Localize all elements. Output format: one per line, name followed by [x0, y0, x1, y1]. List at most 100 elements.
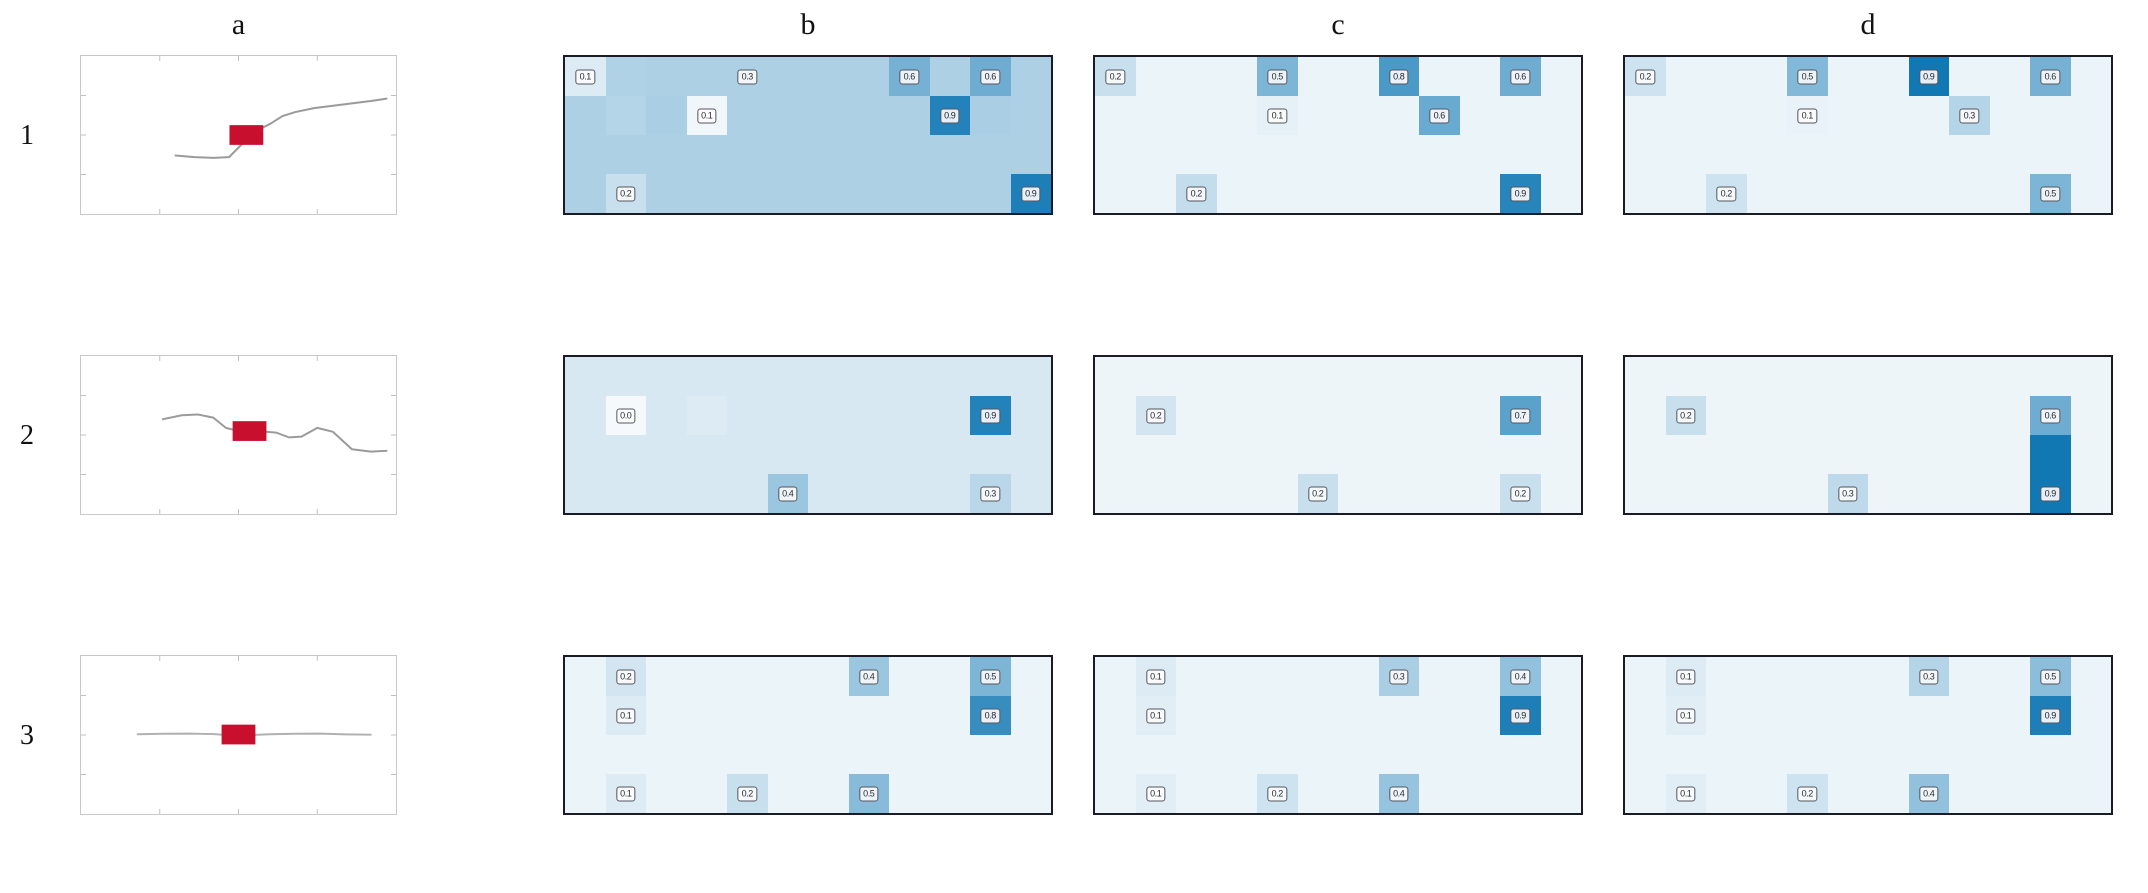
heatmap-cell	[889, 396, 930, 435]
heatmap-cell	[1419, 735, 1460, 774]
cell-value-label: 0.5	[859, 786, 879, 801]
cell-value-label: 0.6	[2040, 69, 2060, 84]
heatmap-cell: 0.1	[1665, 657, 1706, 696]
heatmap-cell	[2030, 435, 2071, 474]
heatmap-cell	[929, 657, 970, 696]
heatmap-cell	[1419, 357, 1460, 396]
heatmap-cell: 0.0	[605, 396, 646, 435]
heatmap-cell	[1459, 435, 1500, 474]
column-header-b: b	[800, 8, 816, 41]
heatmap-cell	[1095, 435, 1136, 474]
heatmap-cell	[1746, 174, 1787, 213]
heatmap-cell	[1216, 57, 1257, 96]
heatmap-cell	[565, 135, 606, 174]
heatmap-cell: 0.5	[848, 774, 889, 813]
heatmap-cell	[1540, 435, 1581, 474]
heatmap-cell	[565, 96, 606, 135]
heatmap-cell	[889, 474, 930, 513]
cell-value-label: 0.5	[1797, 69, 1817, 84]
heatmap-cell	[1949, 774, 1990, 813]
heatmap-cell	[767, 57, 808, 96]
heatmap-cell: 0.1	[605, 696, 646, 735]
heatmap-cell	[1095, 174, 1136, 213]
heatmap-cell	[1459, 396, 1500, 435]
heatmap-cell	[565, 696, 606, 735]
heatmap-cell	[1868, 174, 1909, 213]
heatmap-cell	[1010, 396, 1051, 435]
heatmap-cell	[1459, 357, 1500, 396]
heatmap-cell	[565, 657, 606, 696]
heatmap-cell	[1908, 135, 1949, 174]
heatmap-cell	[1706, 396, 1747, 435]
heatmap-cell: 0.6	[970, 57, 1011, 96]
heatmap-cell	[1908, 174, 1949, 213]
heatmap-cell	[929, 696, 970, 735]
heatmap-cell	[1540, 657, 1581, 696]
heatmap-cell	[686, 774, 727, 813]
heatmap-cell	[1540, 96, 1581, 135]
heatmap-cell	[565, 735, 606, 774]
heatmap-cell	[1989, 774, 2030, 813]
heatmap-cell: 0.3	[1908, 657, 1949, 696]
heatmap-cell: 0.2	[1257, 774, 1298, 813]
heatmap-cell	[1908, 435, 1949, 474]
heatmap-cell	[1297, 135, 1338, 174]
heatmap-cell	[1338, 96, 1379, 135]
heatmap-cell	[1176, 135, 1217, 174]
heatmap-cell	[929, 174, 970, 213]
heatmap-cell	[1297, 96, 1338, 135]
heatmap-cell	[1338, 174, 1379, 213]
heatmap-cell	[1665, 174, 1706, 213]
heatmap-cell: 0.1	[1135, 696, 1176, 735]
cell-value-label: 0.2	[616, 669, 636, 684]
heatmap-cell	[848, 357, 889, 396]
cell-value-label: 0.3	[1959, 108, 1979, 123]
heatmap-cell	[1746, 357, 1787, 396]
heatmap-cell	[1868, 357, 1909, 396]
heatmap-cell	[686, 696, 727, 735]
heatmap-cell	[1706, 696, 1747, 735]
heatmap-cell	[1989, 357, 2030, 396]
heatmap-cell	[1540, 735, 1581, 774]
heatmap-cell	[1216, 696, 1257, 735]
heatmap-cell	[1338, 357, 1379, 396]
heatmap-cell: 0.1	[1135, 657, 1176, 696]
heatmap-cell	[1135, 135, 1176, 174]
heatmap-cell	[1625, 135, 1666, 174]
cell-value-label: 0.9	[2040, 486, 2060, 501]
heatmap-cell	[1500, 774, 1541, 813]
heatmap-cell	[1257, 657, 1298, 696]
heatmap-cell	[1176, 57, 1217, 96]
heatmap-cell	[565, 357, 606, 396]
heatmap-cell	[1868, 474, 1909, 513]
heatmap-cell	[1706, 96, 1747, 135]
heatmap-cell: 0.4	[848, 657, 889, 696]
cell-value-label: 0.2	[616, 186, 636, 201]
heatmap-cell	[2030, 357, 2071, 396]
heatmap-cell	[1706, 57, 1747, 96]
heatmap-cell	[889, 357, 930, 396]
heatmap-cell	[767, 774, 808, 813]
heatmap-cell	[1989, 96, 2030, 135]
heatmap-cell	[848, 57, 889, 96]
heatmap-cell	[1176, 96, 1217, 135]
heatmap-cell: 0.2	[1500, 474, 1541, 513]
heatmap-cell	[929, 774, 970, 813]
heatmap-cell	[1665, 435, 1706, 474]
heatmap-cell: 0.2	[1787, 774, 1828, 813]
heatmap-cell: 0.6	[1419, 96, 1460, 135]
line-plot-panel-r2a	[80, 355, 397, 515]
heatmap-cell	[808, 135, 849, 174]
heatmap-cell	[2030, 96, 2071, 135]
heatmap-cell	[605, 435, 646, 474]
heatmap-cell	[1378, 135, 1419, 174]
heatmap-cell: 0.2	[1176, 174, 1217, 213]
heatmap-cell: 0.1	[1665, 774, 1706, 813]
heatmap-cell	[1216, 174, 1257, 213]
heatmap-cell	[1665, 357, 1706, 396]
heatmap-cell	[1989, 135, 2030, 174]
heatmap-cell	[808, 396, 849, 435]
heatmap-cell	[686, 735, 727, 774]
